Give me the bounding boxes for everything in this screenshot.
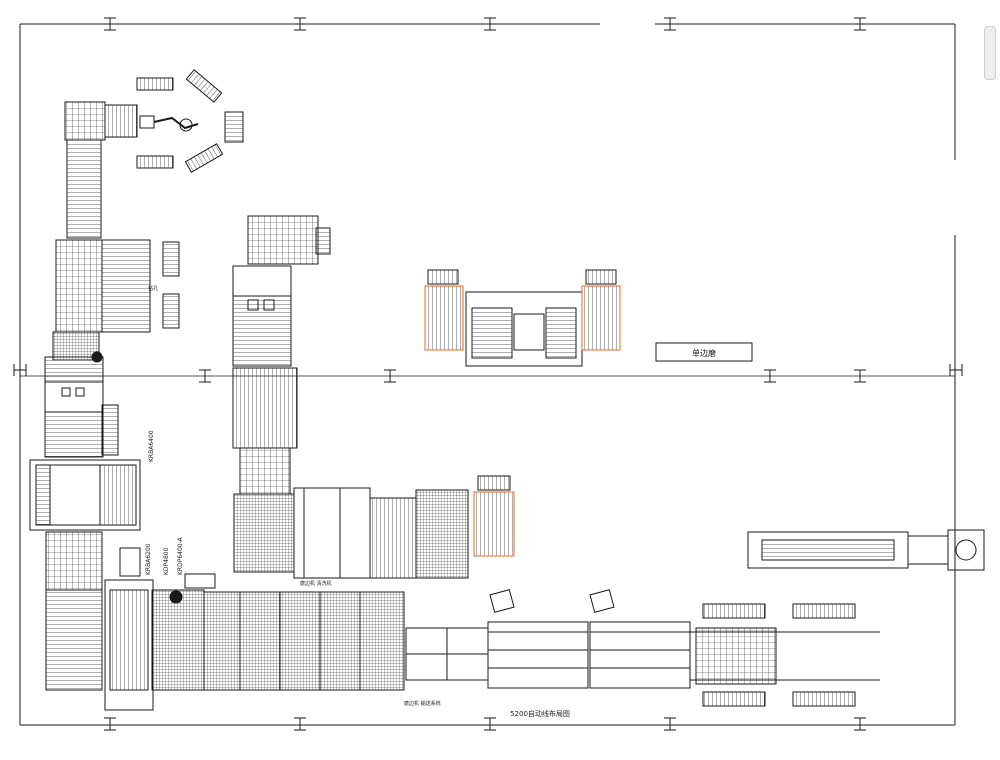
legend-box-label: 单边磨 [692, 348, 716, 358]
robot-cell-upper [64, 69, 244, 173]
upper-middle-machines [424, 269, 621, 557]
left-conveyor-column [44, 139, 180, 458]
drawing-frame [19, 23, 956, 726]
side-label-a: KRBA6400 [148, 430, 155, 462]
side-label-b: KRBA6200 [145, 543, 152, 575]
bottom-title: 5200自动线布局图 [510, 709, 570, 718]
legend-box: 单边磨 [655, 342, 753, 362]
mid-label-2: 磨边机 清洗机 [300, 580, 332, 587]
right-loader [747, 529, 985, 571]
main-horizontal-conveyor [203, 591, 880, 707]
bottom-note: 磨边机 输送系统 [404, 700, 441, 707]
scrollbar-thumb[interactable] [984, 26, 996, 80]
washer-machine-left [29, 459, 141, 531]
vertical-labels: KRBA6400 KRBA6200 KDP4800 KRDP6400-A [145, 430, 184, 575]
side-label-c: KDP4800 [163, 547, 170, 575]
glass-rack-icon [136, 69, 224, 173]
frame-ticks [13, 17, 963, 731]
mid-label-1: 钻孔 [148, 285, 158, 292]
left-bottom-conveyors [45, 531, 216, 711]
center-machine-column [232, 215, 469, 579]
misc-labels: 钻孔 磨边机 清洗机 磨边机 输送系统 5200自动线布局图 [148, 285, 570, 718]
station-tags [489, 589, 615, 613]
side-label-d: KRDP6400-A [177, 536, 184, 575]
